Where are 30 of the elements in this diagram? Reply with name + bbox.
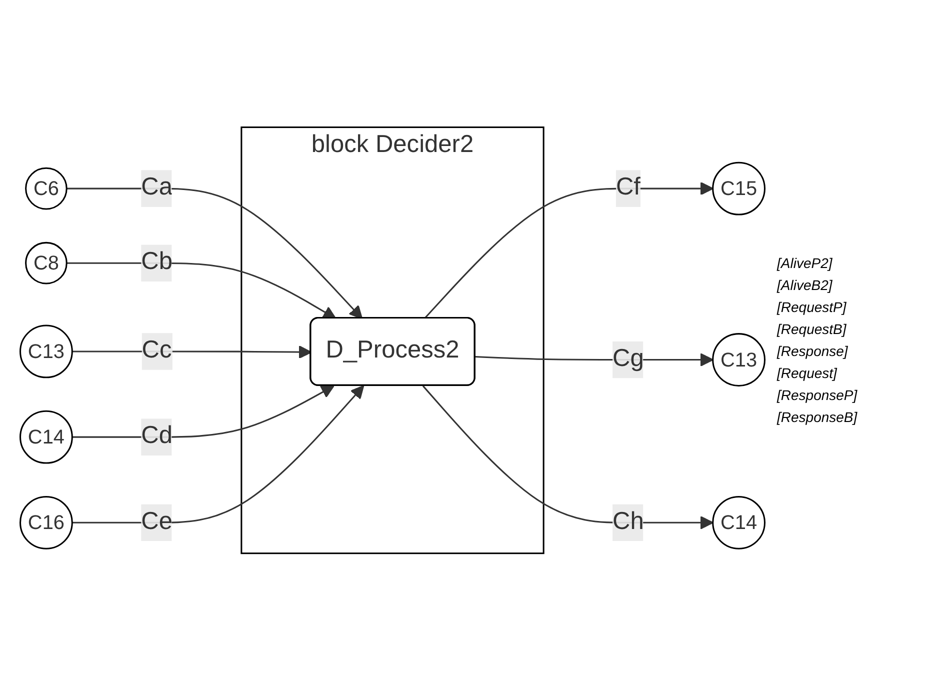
edge-label: Cd [141, 422, 172, 450]
node-circle: C13 [20, 324, 73, 378]
signal-list: [ResponseB] [777, 409, 927, 425]
arrow [424, 182, 714, 319]
edge-label: Cc [142, 337, 172, 364]
edge-label: Cg [612, 346, 644, 372]
edge-label: Ca [141, 174, 172, 201]
signal-list: [RequestB] [777, 321, 927, 337]
signal-list: [AliveB2] [777, 277, 927, 293]
node-circle: C8 [25, 242, 68, 284]
signal-list: [AliveP2] [777, 255, 927, 271]
signal-list: [Request] [777, 365, 927, 381]
signal-list: [Response] [777, 343, 927, 359]
node-circle: C6 [25, 167, 68, 210]
arrow [66, 188, 363, 319]
node-circle: C13 [712, 332, 766, 386]
node-circle: C14 [20, 410, 73, 464]
signal-list: [ResponseP] [777, 387, 927, 403]
edge-label: Ce [141, 508, 172, 535]
edge-label: Cb [141, 248, 172, 276]
node-circle: C16 [20, 496, 73, 550]
signal-list: [RequestP] [777, 299, 927, 315]
node-circle: C15 [712, 162, 766, 215]
edge-label: Ch [612, 508, 644, 535]
arrow [66, 262, 336, 319]
arrow [72, 385, 364, 524]
edge-label: Cf [616, 174, 640, 201]
arrow [72, 385, 334, 438]
node-circle: C14 [712, 496, 766, 550]
arrow [422, 385, 714, 530]
